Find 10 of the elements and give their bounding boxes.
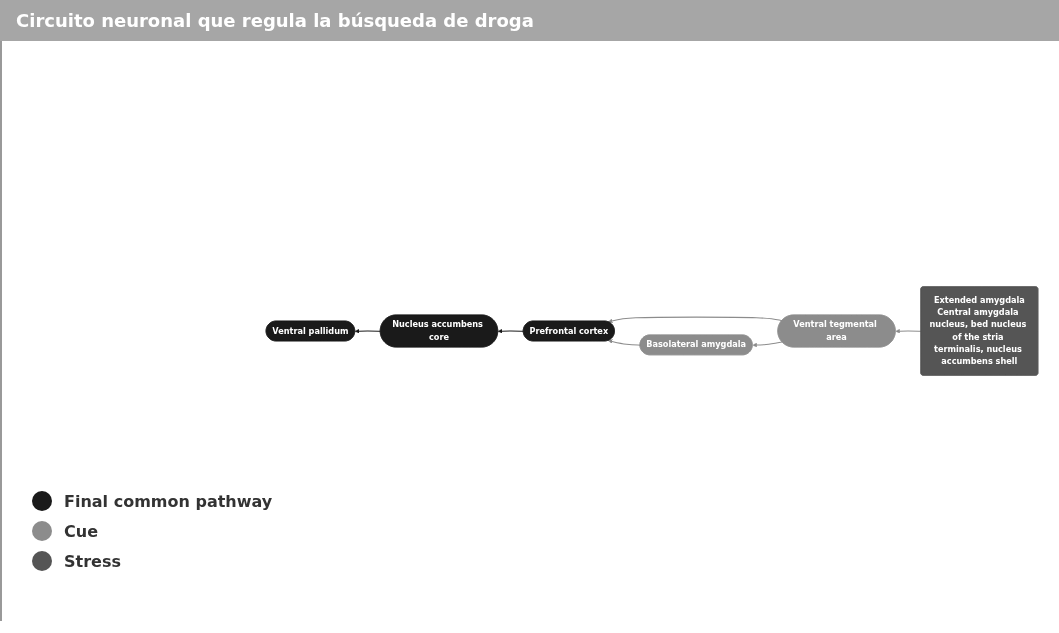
arrow (497, 328, 524, 334)
arrow (354, 328, 381, 334)
legend-label: Cue (64, 521, 98, 541)
legend-label: Stress (64, 551, 121, 571)
arrow (608, 339, 641, 346)
arrow (608, 316, 783, 324)
title-bar: Circuito neuronal que regula la búsqueda de droga (0, 0, 1059, 41)
arrow (895, 328, 922, 334)
legend-label: Final common pathway (64, 491, 273, 511)
arrow (752, 341, 783, 348)
